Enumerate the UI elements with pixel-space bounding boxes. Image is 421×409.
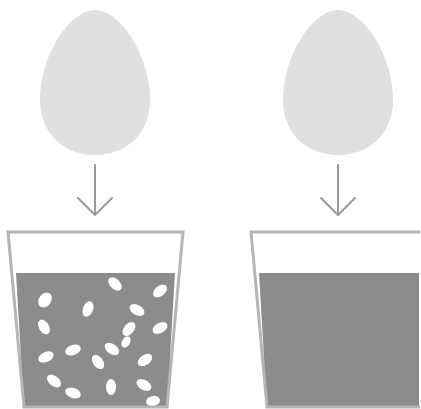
down-arrow-icon — [77, 164, 113, 216]
cup-outline — [249, 230, 420, 409]
particle — [136, 379, 152, 391]
particle — [38, 319, 50, 335]
particle — [91, 354, 105, 370]
cup-with-particles — [6, 230, 185, 409]
particles — [38, 277, 168, 407]
egg-icon — [283, 10, 393, 155]
particle — [65, 344, 81, 356]
down-arrow-icon — [320, 164, 356, 216]
particle — [38, 292, 52, 308]
particle — [146, 395, 160, 407]
particle — [121, 336, 131, 348]
panel-left — [6, 10, 185, 409]
particle — [137, 353, 153, 367]
particle — [38, 351, 54, 363]
particle — [106, 379, 116, 395]
particle — [153, 284, 167, 298]
panel-right — [249, 10, 420, 409]
particle — [152, 322, 168, 334]
egg-icon — [40, 10, 150, 155]
particle — [47, 374, 61, 388]
particle — [82, 301, 94, 317]
particle — [129, 304, 145, 316]
liquid-fill — [259, 273, 419, 407]
particle — [108, 277, 122, 291]
particle — [65, 387, 81, 399]
cup-outline — [6, 230, 185, 409]
particle — [122, 322, 136, 336]
cup-plain — [249, 230, 420, 409]
particle — [104, 342, 120, 356]
